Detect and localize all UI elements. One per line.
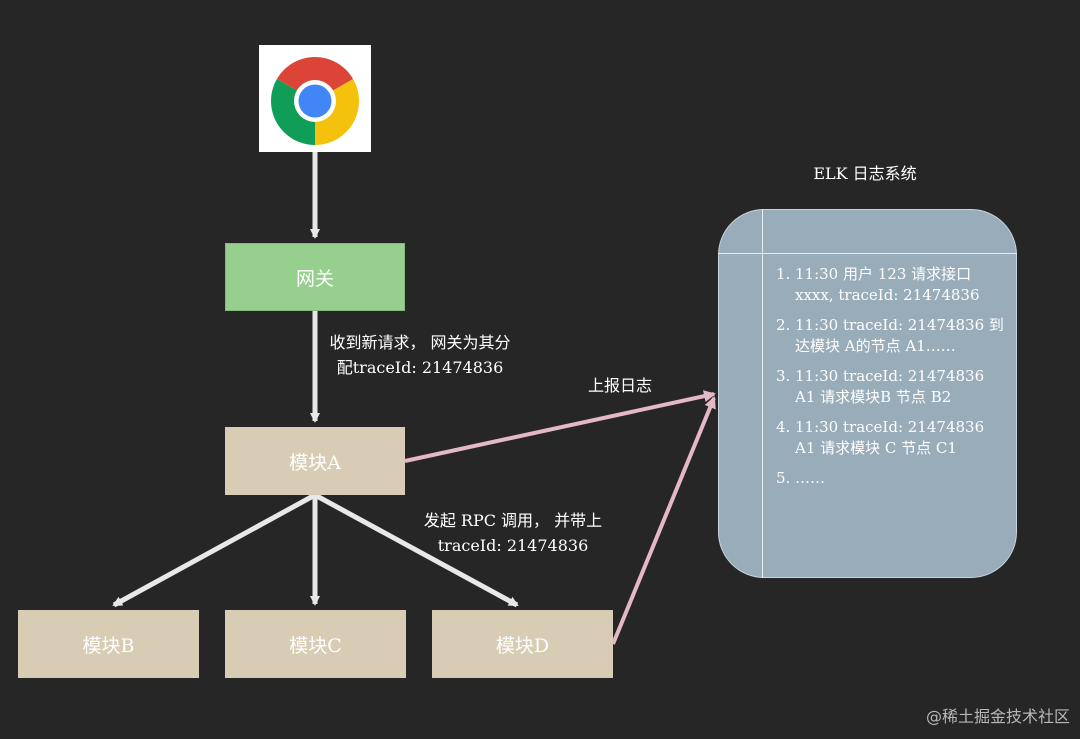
arrow-d-to-elk [611,396,716,645]
log-entry: 2.11:30 traceId: 21474836 到达模块 A的节点 A1…… [776,315,1006,357]
log-entry: 1.11:30 用户 123 请求接口 xxxx, traceId: 21474… [776,264,1006,306]
rpc-annotation: 发起 RPC 调用， 并带上 traceId: 21474836 [413,508,613,558]
log-entry-text: 11:30 traceId: 21474836 到达模块 A的节点 A1…… [795,316,1004,355]
elk-panel-divider-vertical [762,209,763,578]
module-b-label: 模块B [82,634,135,657]
module-b-node: 模块B [18,610,199,678]
gateway-annotation-line1: 收到新请求， 网关为其分 [329,333,511,352]
watermark: @稀土掘金技术社区 [925,707,1070,726]
gateway-node: 网关 [225,243,405,311]
log-entry-number: 1. [776,265,791,283]
log-entry-number: 3. [776,367,791,385]
browser-logo-card [259,45,371,152]
gateway-label: 网关 [295,267,334,290]
arrow-a-to-d [313,492,519,608]
arrow-a-to-b [112,492,317,608]
module-a-node: 模块A [225,427,405,495]
log-entry-text: …… [795,469,825,487]
elk-title: ELK 日志系统 [813,164,917,183]
gateway-annotation-line2: 配traceId: 21474836 [336,358,504,377]
module-c-label: 模块C [289,634,342,657]
arrow-a-to-elk [404,390,716,463]
module-a-label: 模块A [289,451,341,474]
report-log-label: 上报日志 [587,376,652,395]
log-entry: 3.11:30 traceId: 21474836 A1 请求模块B 节点 B2 [776,366,1006,408]
log-entry-number: 4. [776,418,791,436]
elk-log-panel [718,209,1017,578]
log-entry: 4.11:30 traceId: 21474836 A1 请求模块 C 节点 C… [776,417,1006,459]
module-c-node: 模块C [225,610,406,678]
rpc-annotation-line2: traceId: 21474836 [437,536,589,555]
gateway-annotation: 收到新请求， 网关为其分 配traceId: 21474836 [320,330,520,380]
log-entry-number: 2. [776,316,791,334]
chrome-icon [271,57,359,145]
log-entry: 5.…… [776,468,1006,489]
log-entry-number: 5. [776,469,791,487]
rpc-annotation-line1: 发起 RPC 调用， 并带上 [423,511,603,530]
log-entry-text: 11:30 traceId: 21474836 A1 请求模块 C 节点 C1 [795,418,985,457]
log-entry-text: 11:30 用户 123 请求接口 xxxx, traceId: 2147483… [795,265,980,304]
elk-log-list: 1.11:30 用户 123 请求接口 xxxx, traceId: 21474… [776,264,1006,498]
log-entry-text: 11:30 traceId: 21474836 A1 请求模块B 节点 B2 [795,367,985,406]
module-d-node: 模块D [432,610,613,678]
module-d-label: 模块D [495,634,550,657]
elk-panel-divider-horizontal [718,253,1017,254]
